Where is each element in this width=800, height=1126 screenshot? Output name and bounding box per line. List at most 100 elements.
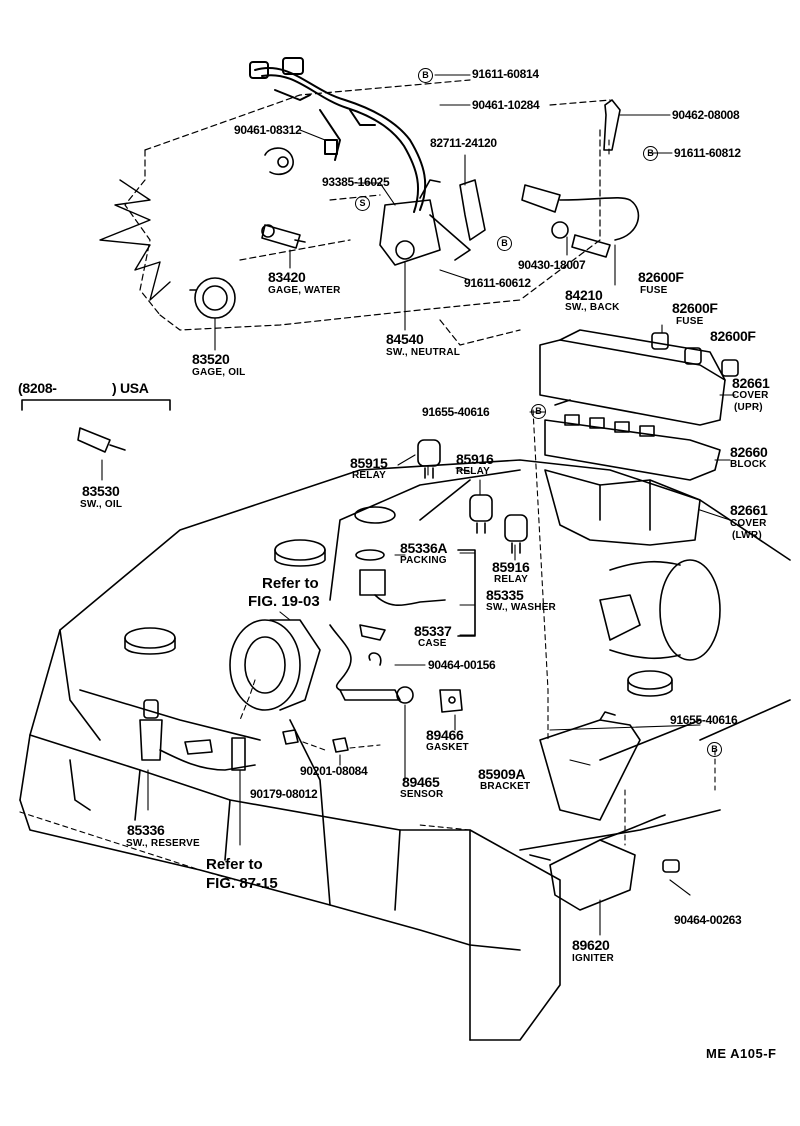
part-name: IGNITER	[572, 953, 614, 964]
part-name: BLOCK	[730, 459, 767, 470]
part-name: GASKET	[426, 742, 469, 753]
part-name: SENSOR	[400, 789, 444, 800]
part-number: 93385-16025	[322, 175, 390, 189]
part-number: 90461-10284	[472, 98, 540, 112]
part-number: 91655-40616	[670, 713, 738, 727]
part-number: 82600F	[638, 269, 684, 285]
part-number: 91611-60814	[472, 67, 539, 81]
reference-note: Refer to	[262, 575, 319, 592]
fuse-block-shape	[539, 329, 726, 546]
clip-90462-shape	[603, 99, 621, 151]
part-number: 90430-18007	[518, 258, 586, 272]
dashed-leaders	[19, 139, 716, 881]
part-number: 84210	[565, 287, 603, 303]
part-number: 83530	[82, 483, 120, 499]
usa-note-to: ) USA	[112, 380, 149, 396]
part-number: 85915	[350, 455, 388, 471]
part-name: FUSE	[676, 316, 704, 327]
part-number: 89620	[572, 937, 610, 953]
marker-b: B	[707, 742, 722, 757]
usa-bracket	[21, 399, 171, 411]
part-name: GAGE, OIL	[192, 367, 246, 378]
fan-blades	[99, 179, 171, 301]
part-number: 83420	[268, 269, 306, 285]
part-number: 82661	[732, 375, 770, 391]
part-number: 82660	[730, 444, 768, 460]
part-name: FUSE	[640, 285, 668, 296]
part-number: 89465	[402, 774, 440, 790]
part-name: PACKING	[400, 555, 447, 566]
part-number: 85336A	[400, 540, 448, 556]
fuses-shape	[651, 332, 739, 377]
part-number: 90462-08008	[672, 108, 740, 122]
part-name: COVER	[730, 518, 767, 529]
part-number: 82661	[730, 502, 768, 518]
marker-b: B	[418, 68, 433, 83]
bracket-82711-shape	[459, 179, 486, 241]
part-number: 90201-08084	[300, 764, 368, 778]
igniter-shape	[529, 814, 680, 911]
car-body	[19, 459, 791, 1041]
part-qualifier: (LWR)	[732, 530, 762, 541]
part-number: 85916	[492, 559, 530, 575]
reserve-switch-shape	[139, 699, 256, 771]
reference-note: FIG. 87-15	[206, 875, 278, 892]
neutral-switch-shape	[379, 179, 471, 266]
brake-booster-shape	[599, 559, 721, 661]
hose-clip-shape	[264, 147, 294, 176]
back-switch-shape	[521, 184, 640, 258]
part-name: BRACKET	[480, 781, 531, 792]
part-number: 91611-60612	[464, 276, 531, 290]
part-number: 82600F	[672, 300, 718, 316]
part-number: 82711-24120	[430, 136, 497, 150]
part-number: 82600F	[710, 328, 756, 344]
usa-note-from: (8208-	[18, 380, 57, 396]
marker-b: B	[497, 236, 512, 251]
marker-s: S	[355, 196, 370, 211]
part-name: RELAY	[494, 574, 528, 585]
part-qualifier: (UPR)	[734, 402, 763, 413]
reference-note: Refer to	[206, 856, 263, 873]
washer-bracket-line	[457, 549, 476, 637]
part-number: 91611-60812	[674, 146, 741, 160]
part-number: 89466	[426, 727, 464, 743]
wire-harness	[249, 57, 427, 213]
leader-lines	[101, 74, 736, 936]
clip-90464-shape	[368, 652, 382, 666]
part-number: 90461-08312	[234, 123, 302, 137]
part-name: RELAY	[352, 470, 386, 481]
marker-b: B	[531, 404, 546, 419]
part-number: 85335	[486, 587, 524, 603]
part-name: COVER	[732, 390, 769, 401]
part-number: 84540	[386, 331, 424, 347]
part-number: 85909A	[478, 766, 526, 782]
marker-b: B	[643, 146, 658, 161]
engine-outline	[124, 79, 611, 346]
oil-switch-shape	[77, 427, 126, 453]
part-name: SW., BACK	[565, 302, 620, 313]
part-number: 90464-00263	[674, 913, 742, 927]
oil-gage-shape	[189, 277, 236, 319]
washer-switch-shape	[355, 549, 446, 641]
part-name: SW., NEUTRAL	[386, 347, 461, 358]
part-number: 85916	[456, 451, 494, 467]
alternator-shape	[229, 619, 321, 711]
part-number: 91655-40616	[422, 405, 490, 419]
part-number: 85336	[127, 822, 165, 838]
part-number: 83520	[192, 351, 230, 367]
part-number: 90179-08012	[250, 787, 318, 801]
part-name: RELAY	[456, 466, 490, 477]
part-name: SW., WASHER	[486, 602, 556, 613]
diagram-code: ME A105-F	[706, 1046, 777, 1061]
part-number: 90464-00156	[428, 658, 496, 672]
part-name: CASE	[418, 638, 447, 649]
reference-note: FIG. 19-03	[248, 593, 320, 610]
part-name: SW., OIL	[80, 499, 123, 510]
sensor-shape	[329, 624, 463, 713]
part-name: GAGE, WATER	[268, 285, 341, 296]
water-gage-shape	[261, 224, 306, 249]
nuts-shape	[282, 729, 349, 753]
part-name: SW., RESERVE	[126, 838, 200, 849]
